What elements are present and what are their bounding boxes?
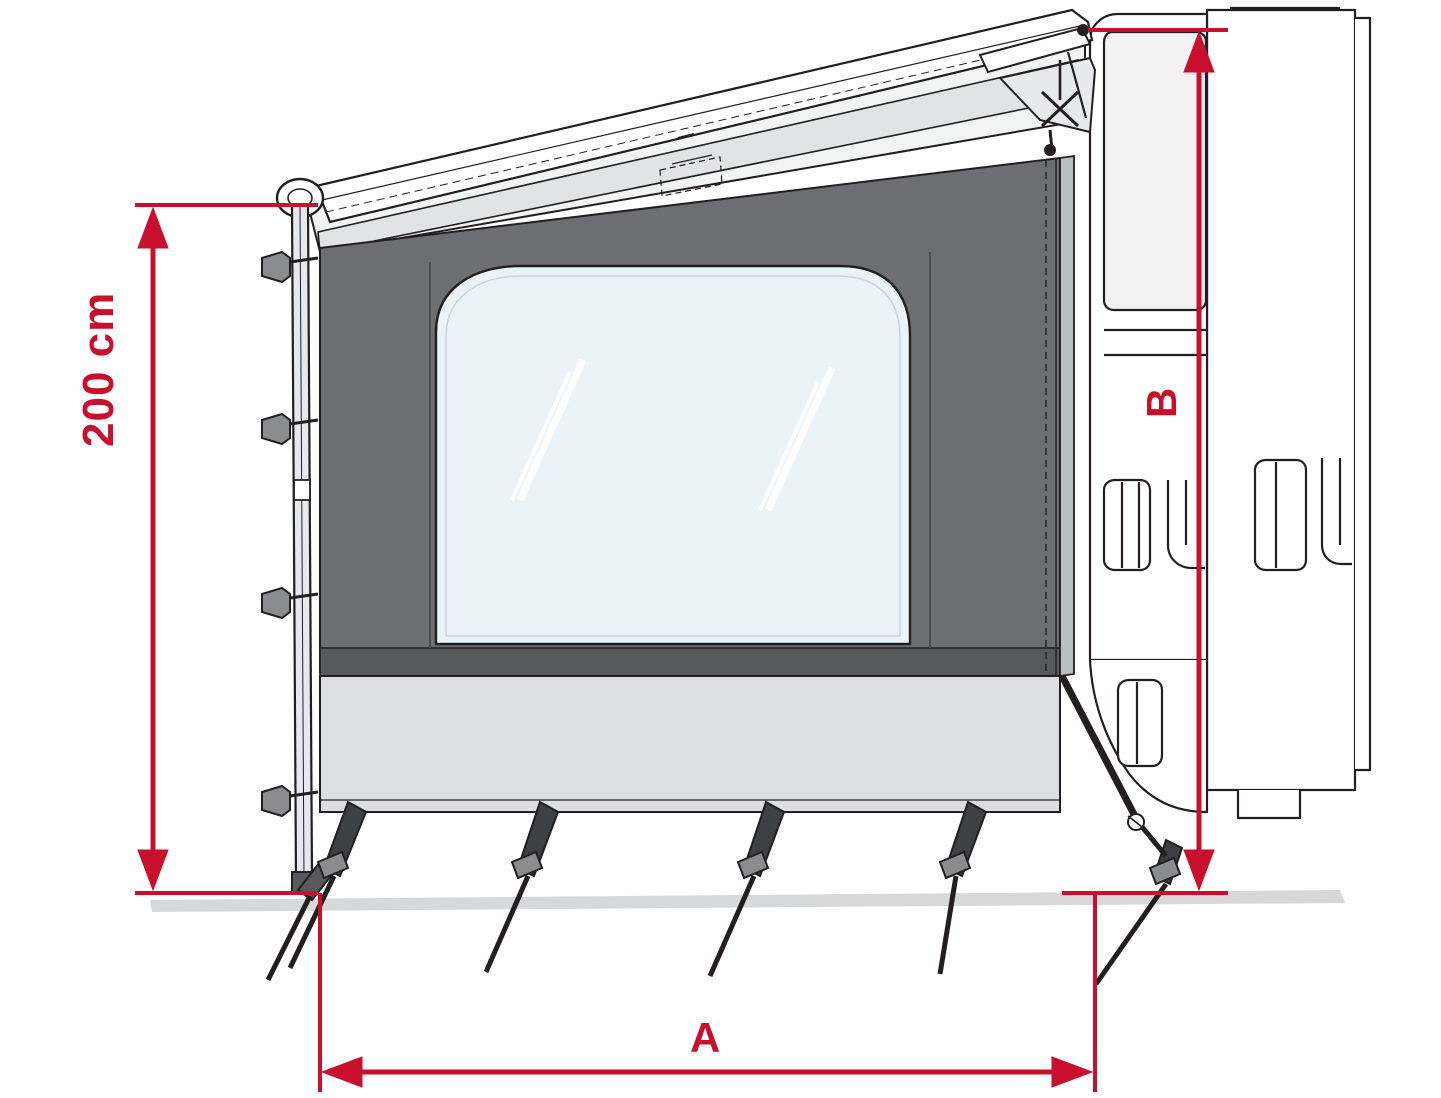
vertical-support-pole <box>290 203 315 893</box>
ground-line <box>150 890 1345 912</box>
ground-peg <box>483 800 560 974</box>
ground-peg <box>937 800 988 975</box>
pole-clip <box>261 784 319 818</box>
pole-clip <box>261 250 319 284</box>
awning-mount-bracket <box>978 24 1097 156</box>
side-panel-window <box>434 264 912 646</box>
height-dimension-label: 200 cm <box>74 291 123 447</box>
ground-peg <box>1093 838 1184 986</box>
width-dimension-label: A <box>690 1014 721 1061</box>
dimension-lines <box>135 28 1228 1092</box>
ground-peg <box>287 800 368 970</box>
guy-lines <box>1058 674 1168 858</box>
pole-clip <box>261 412 319 446</box>
pole-clips <box>261 250 319 818</box>
vehicle-outline <box>1088 6 1372 820</box>
ground-peg <box>707 800 786 978</box>
pole-clip <box>261 586 319 620</box>
ground-pegs <box>265 800 1184 986</box>
vehicle-height-dimension-label: B <box>1138 387 1185 418</box>
awning-fabric <box>275 8 1094 254</box>
